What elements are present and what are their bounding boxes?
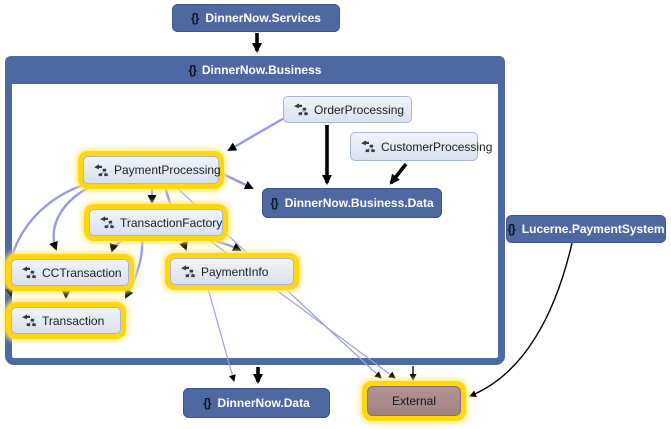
namespace-icon: {} bbox=[191, 11, 199, 25]
class-icon bbox=[100, 216, 114, 229]
group-title: DinnerNow.Business bbox=[201, 63, 322, 77]
node-label: CCTransaction bbox=[42, 265, 122, 280]
highlight-transactionfactory: TransactionFactory bbox=[84, 204, 228, 241]
node-cctransaction[interactable]: CCTransaction bbox=[11, 259, 129, 286]
node-label: Lucerne.PaymentSystem bbox=[521, 222, 665, 236]
node-paymentinfo[interactable]: PaymentInfo bbox=[170, 258, 294, 285]
class-icon bbox=[181, 265, 195, 278]
node-label: DinnerNow.Services bbox=[205, 11, 321, 25]
class-icon bbox=[22, 266, 36, 279]
highlight-paymentprocessing: PaymentProcessing bbox=[78, 151, 224, 189]
node-label: DinnerNow.Business.Data bbox=[284, 196, 434, 210]
class-icon bbox=[361, 140, 375, 153]
node-label: OrderProcessing bbox=[314, 102, 405, 117]
node-dinnernow-services[interactable]: {} DinnerNow.Services bbox=[172, 4, 340, 32]
class-icon bbox=[294, 103, 308, 116]
node-paymentprocessing[interactable]: PaymentProcessing bbox=[83, 156, 221, 184]
class-icon bbox=[94, 163, 108, 177]
node-lucerne-paymentsystem[interactable]: {} Lucerne.PaymentSystem bbox=[506, 215, 666, 243]
node-label: Transaction bbox=[42, 313, 105, 328]
node-dinnernow-data[interactable]: {} DinnerNow.Data bbox=[183, 388, 330, 418]
node-external[interactable]: External bbox=[367, 386, 461, 416]
highlight-cctransaction: CCTransaction bbox=[6, 254, 134, 291]
node-transactionfactory[interactable]: TransactionFactory bbox=[89, 209, 223, 236]
namespace-icon: {} bbox=[203, 396, 211, 410]
node-label: External bbox=[391, 394, 437, 408]
node-label: DinnerNow.Data bbox=[217, 396, 310, 410]
highlight-paymentinfo: PaymentInfo bbox=[165, 253, 299, 290]
node-label: TransactionFactory bbox=[120, 215, 223, 230]
highlight-transaction: Transaction bbox=[6, 302, 126, 339]
namespace-icon: {} bbox=[507, 222, 515, 236]
namespace-icon: {} bbox=[270, 196, 278, 210]
highlight-external: External bbox=[362, 381, 466, 421]
node-customerprocessing[interactable]: CustomerProcessing bbox=[350, 132, 492, 161]
class-icon bbox=[22, 314, 36, 327]
node-label: PaymentInfo bbox=[201, 264, 269, 279]
namespace-icon: {} bbox=[188, 63, 197, 77]
node-dinnernow-business-data[interactable]: {} DinnerNow.Business.Data bbox=[262, 188, 442, 218]
node-orderprocessing[interactable]: OrderProcessing bbox=[283, 96, 412, 123]
group-header-dinnernow-business[interactable]: {} DinnerNow.Business bbox=[5, 56, 505, 84]
node-label: CustomerProcessing bbox=[381, 139, 493, 154]
node-transaction[interactable]: Transaction bbox=[11, 307, 121, 334]
node-label: PaymentProcessing bbox=[114, 163, 221, 177]
